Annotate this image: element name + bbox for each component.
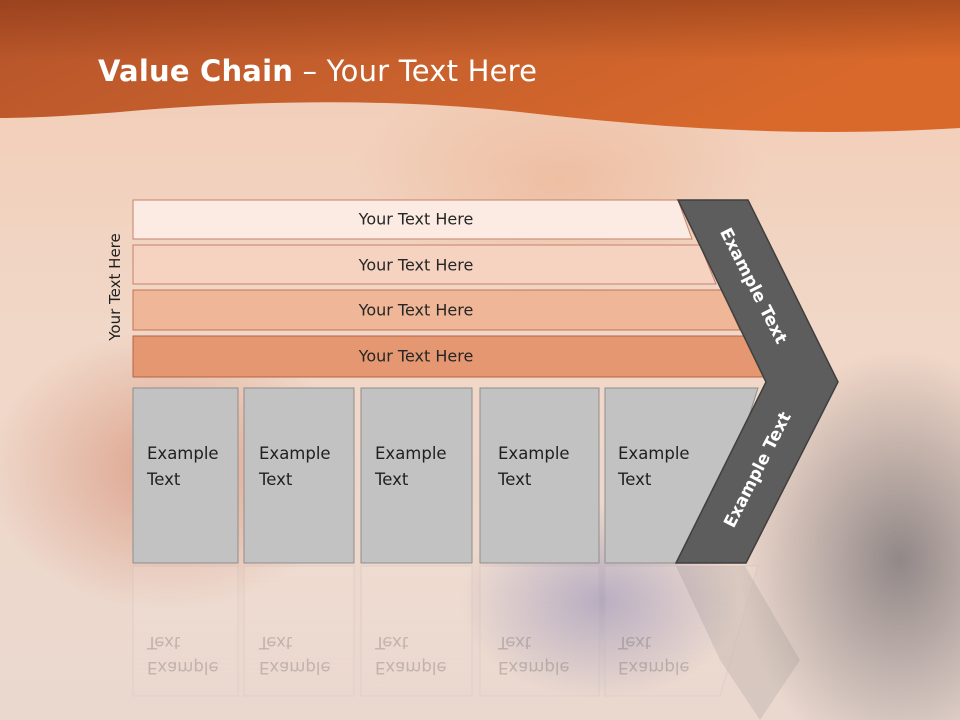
primary-box-line1: Example [618,444,690,463]
svg-text:Text: Text [258,633,293,652]
svg-text:Example: Example [259,658,331,677]
svg-text:Example: Example [375,658,447,677]
support-bar-label: Your Text Here [358,210,474,229]
svg-text:Example: Example [618,658,690,677]
primary-box [243,387,355,564]
slide-title: Value Chain – Your Text Here [98,54,537,88]
primary-box [479,387,600,564]
support-bar [132,199,693,240]
svg-text:Text: Text [374,633,409,652]
primary-box [360,387,473,564]
chevron-arrow [674,199,839,564]
primary-box [132,387,239,564]
support-bar-label: Your Text Here [358,301,474,320]
svg-text:Example: Example [498,658,570,677]
svg-text:Text: Text [497,633,532,652]
primary-activities: Example Text Example Text Example Text E… [132,387,759,564]
support-activities: Your Text Here Your Text Here Your Text … [132,199,765,378]
support-bar [132,289,741,331]
title-rest: – Your Text Here [293,54,538,88]
svg-text:Text: Text [146,633,181,652]
primary-box-line2: Text [497,470,532,489]
support-bar-label: Your Text Here [358,347,474,366]
svg-text:Example: Example [147,658,219,677]
svg-text:Text: Text [617,633,652,652]
primary-box-line1: Example [498,444,570,463]
primary-box-line2: Text [258,470,293,489]
support-bar [132,244,717,285]
support-bar-label: Your Text Here [358,256,474,275]
primary-box-line1: Example [375,444,447,463]
primary-box-line1: Example [147,444,219,463]
primary-box-line1: Example [259,444,331,463]
primary-box-line2: Text [146,470,181,489]
primary-box-line2: Text [374,470,409,489]
title-bold: Value Chain [98,54,294,88]
diagram-reflection: Example Text Example Text Example Text Exam… [132,565,800,720]
primary-box-line2: Text [617,470,652,489]
header-band [0,0,960,133]
